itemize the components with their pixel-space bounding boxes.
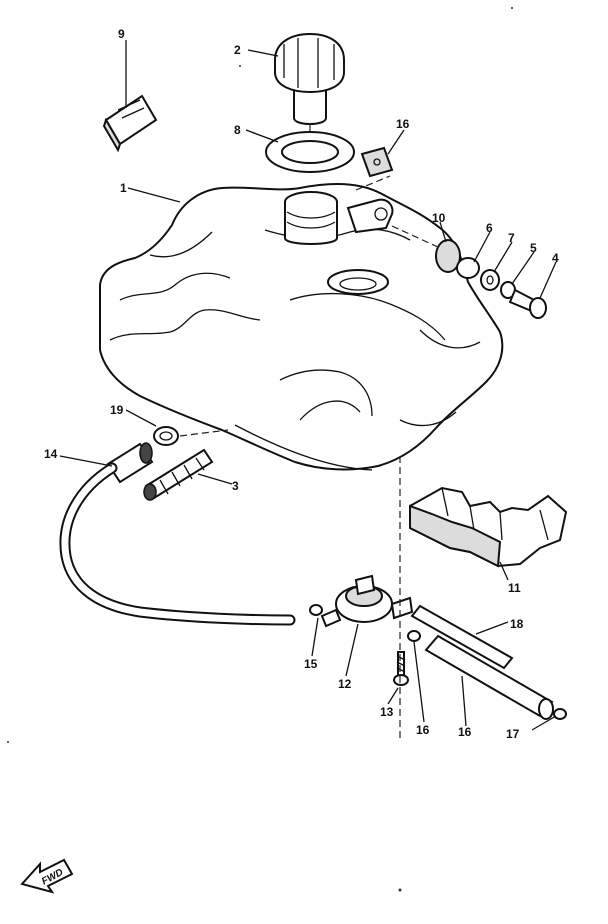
speck (398, 888, 402, 892)
callout-5: 5 (530, 241, 537, 255)
cap-gasket (265, 131, 355, 173)
callout-11: 11 (508, 581, 521, 595)
callout-19: 19 (110, 403, 124, 417)
callout-labels: 9 2 8 16 1 10 6 7 5 4 19 14 3 11 18 15 1… (44, 27, 559, 741)
callout-4: 4 (552, 251, 559, 265)
fuel-hose (59, 462, 296, 626)
hose-clips-16 (309, 604, 567, 720)
hose-joint (106, 442, 154, 484)
callout-12: 12 (338, 677, 352, 691)
warning-label (102, 94, 158, 153)
fuel-strainer (143, 448, 214, 501)
callout-15: 16 (458, 725, 472, 739)
screw (393, 651, 409, 686)
callout-7: 7 (508, 231, 515, 245)
speck (239, 65, 241, 67)
callout-18: 16 (396, 117, 410, 131)
callout-16-a: 15 (304, 657, 318, 671)
fuel-cock (320, 574, 414, 628)
callout-3: 3 (232, 479, 239, 493)
vacuum-hose (410, 604, 514, 670)
hose-clip-19 (153, 426, 179, 446)
tank-damper (409, 486, 568, 568)
callout-13: 13 (380, 705, 394, 719)
callout-9: 9 (118, 27, 125, 41)
speck (7, 741, 9, 743)
callout-2: 2 (234, 43, 241, 57)
callout-14: 14 (44, 447, 58, 461)
overflow-hose (424, 634, 554, 720)
callout-16-c: 17 (506, 727, 520, 741)
forward-arrow-icon: FWD (20, 858, 74, 894)
callout-6: 6 (486, 221, 493, 235)
speck (511, 7, 513, 9)
bracket-clip (360, 146, 394, 178)
callout-10: 10 (432, 211, 446, 225)
mounting-hardware (435, 239, 547, 319)
callout-16-b: 16 (416, 723, 430, 737)
fuel-cap (274, 32, 345, 125)
assembly-lines (179, 124, 441, 740)
fuel-tank (99, 183, 504, 471)
callout-17: 18 (510, 617, 524, 631)
callout-1: 1 (120, 181, 127, 195)
leader-lines (59, 40, 557, 731)
callout-8: 8 (234, 123, 241, 137)
